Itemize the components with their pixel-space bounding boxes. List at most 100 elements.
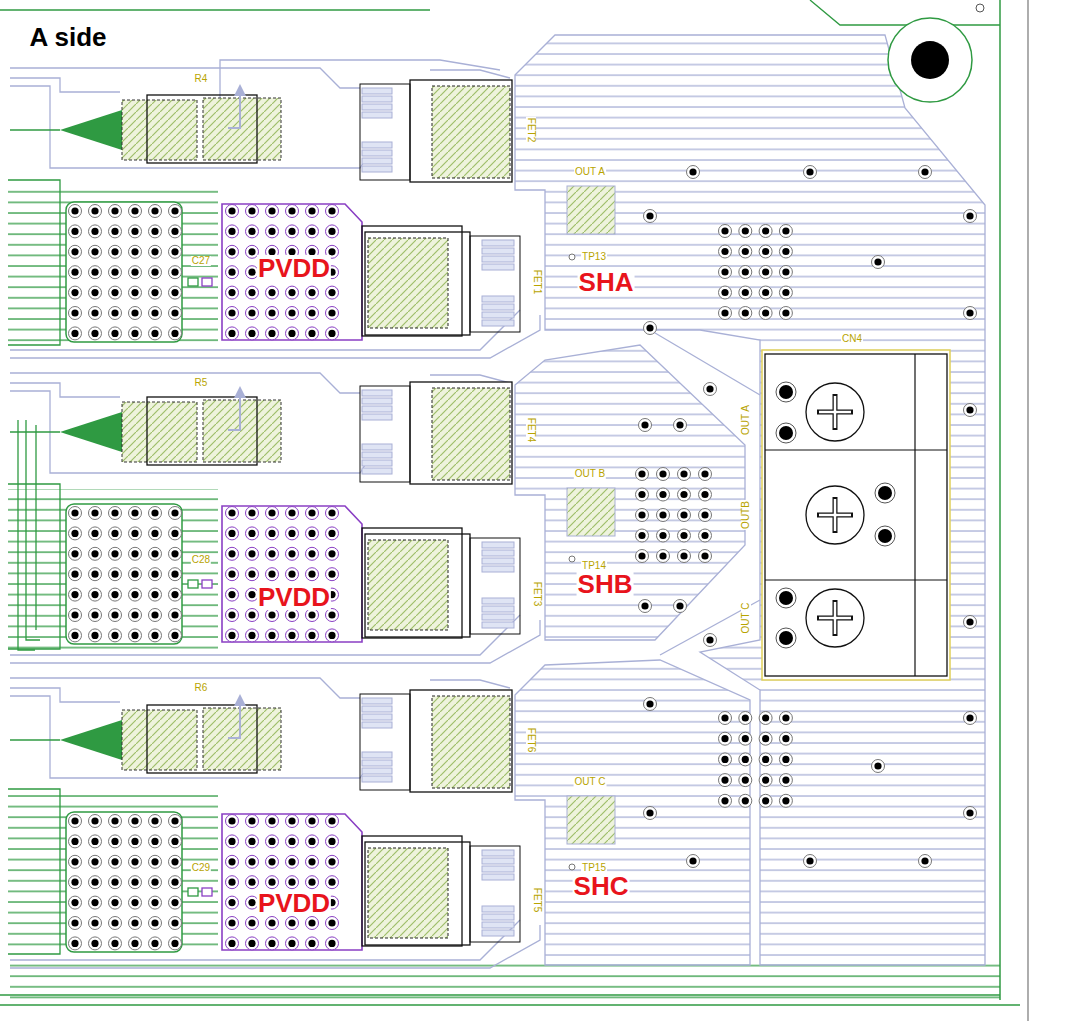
- via: [131, 309, 138, 316]
- via: [266, 629, 279, 642]
- via: [149, 307, 162, 320]
- via: [71, 509, 78, 516]
- via: [169, 327, 182, 340]
- via: [149, 225, 162, 238]
- via: [759, 712, 772, 725]
- via: [742, 777, 749, 784]
- via: [246, 327, 259, 340]
- via: [149, 835, 162, 848]
- fet-outline: [360, 386, 410, 482]
- gate-trace: [10, 86, 365, 168]
- via: [762, 289, 769, 296]
- via: [171, 509, 178, 516]
- part-label: C29: [191, 863, 211, 873]
- via: [326, 815, 339, 828]
- via: [246, 307, 259, 320]
- fet-pin: [362, 698, 392, 704]
- via: [109, 568, 122, 581]
- connector-outline: [765, 580, 947, 581]
- via: [739, 225, 752, 238]
- fet-pin: [362, 460, 392, 466]
- green-fan: [60, 412, 122, 452]
- via: [71, 530, 78, 537]
- via: [288, 632, 295, 639]
- via: [89, 327, 102, 340]
- via: [89, 307, 102, 320]
- via: [246, 609, 259, 622]
- via: [779, 794, 792, 807]
- via: [171, 550, 178, 557]
- via: [111, 509, 118, 516]
- via: [326, 527, 339, 540]
- via: [89, 815, 102, 828]
- via: [306, 507, 319, 520]
- green-trace: [26, 420, 40, 640]
- via: [111, 530, 118, 537]
- via: [680, 470, 687, 477]
- via: [719, 794, 732, 807]
- via: [246, 547, 259, 560]
- part-label: C28: [191, 555, 211, 565]
- via: [171, 879, 178, 886]
- via: [111, 269, 118, 276]
- via: [151, 940, 158, 947]
- connector-outline: [765, 450, 947, 451]
- via: [129, 896, 142, 909]
- via: [306, 835, 319, 848]
- via: [91, 838, 98, 845]
- via: [149, 547, 162, 560]
- via: [248, 550, 255, 557]
- via: [266, 507, 279, 520]
- via: [169, 609, 182, 622]
- via: [286, 307, 299, 320]
- via: [69, 307, 82, 320]
- gate-trace: [10, 696, 365, 778]
- via: [151, 289, 158, 296]
- via: [111, 858, 118, 865]
- screw-slot: [834, 499, 837, 531]
- via: [782, 289, 789, 296]
- pvdd-pad: [222, 204, 362, 340]
- via: [706, 385, 713, 392]
- via: [151, 207, 158, 214]
- via: [111, 228, 118, 235]
- via: [308, 289, 315, 296]
- fet-pin: [482, 906, 514, 912]
- via: [149, 917, 162, 930]
- via: [638, 470, 645, 477]
- via: [268, 309, 275, 316]
- plane-edge: [650, 330, 760, 395]
- via: [131, 611, 138, 618]
- via: [171, 289, 178, 296]
- via: [872, 760, 885, 773]
- via: [308, 228, 315, 235]
- via: [678, 529, 691, 542]
- via: [129, 307, 142, 320]
- output-plane: [515, 345, 745, 640]
- fet-pin: [362, 142, 392, 148]
- net-name: A side: [28, 24, 107, 50]
- green-trace: [8, 789, 60, 954]
- via: [268, 940, 275, 947]
- via: [308, 309, 315, 316]
- net-name: SHA: [578, 269, 635, 295]
- via: [308, 940, 315, 947]
- fet-pin: [482, 606, 514, 612]
- via: [109, 327, 122, 340]
- via: [288, 919, 295, 926]
- via: [636, 509, 649, 522]
- via: [657, 509, 670, 522]
- via: [228, 899, 235, 906]
- via: [701, 491, 708, 498]
- via: [326, 507, 339, 520]
- via: [169, 225, 182, 238]
- fet-pin: [362, 444, 392, 450]
- fet-pad: [432, 86, 510, 178]
- fet-pin: [362, 88, 392, 94]
- via: [719, 732, 732, 745]
- connector-pin: [875, 483, 895, 503]
- via: [680, 491, 687, 498]
- via: [964, 404, 977, 417]
- via: [328, 632, 335, 639]
- via: [151, 611, 158, 618]
